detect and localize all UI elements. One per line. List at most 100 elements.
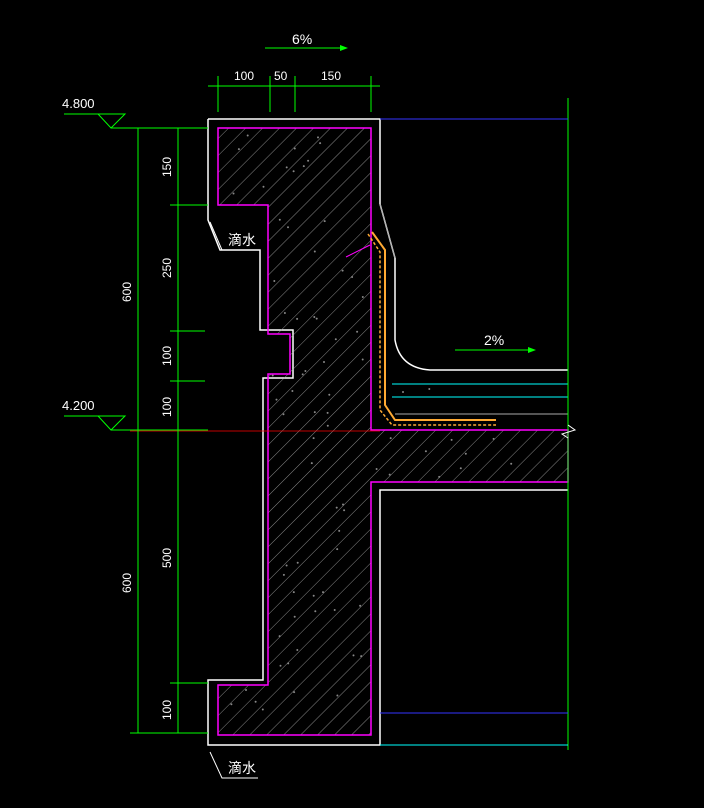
speckle [246,134,249,137]
top-slope-label: 6% [292,31,312,47]
speckle [328,393,331,396]
speckle [291,390,294,392]
concrete-inner-outline [217,127,569,736]
speckle [230,703,233,706]
speckle [293,691,296,694]
speckle [459,467,462,470]
speckle [283,312,286,314]
speckle [278,635,281,638]
speckle [310,462,313,465]
speckle [313,316,316,318]
speckle [315,317,318,320]
dim-lower-100: 100 [160,700,174,720]
speckle [312,437,315,440]
speckle [336,694,339,697]
speckle [271,374,274,377]
speckle [296,561,299,564]
speckle [375,468,378,470]
speckle [296,317,299,320]
speckle [232,192,235,195]
speckle [356,330,359,333]
speckle [296,649,299,651]
speckle [343,509,346,512]
speckle [292,591,295,594]
elevation-floor-label: 4.200 [62,398,95,413]
speckle [361,296,364,298]
concrete-speckles [230,134,513,711]
drip-lower: 滴水 [209,751,258,779]
flashing-line [379,203,396,259]
top-dim-100: 100 [234,69,254,83]
speckle [262,185,265,188]
speckle [388,473,391,476]
speckle [282,573,285,576]
elevation-top-label: 4.800 [62,96,95,111]
speckle [302,165,305,168]
elevation-floor-marker: 4.200 [62,398,208,431]
speckle [254,700,257,703]
speckle [338,529,341,532]
speckle [245,689,247,691]
speckle [237,148,240,151]
drip-upper-label: 滴水 [228,232,256,248]
top-slope-arrow: 6% [265,31,348,51]
dim-upper-150: 150 [160,157,174,177]
speckle [335,506,338,509]
speckle [287,662,290,665]
speckle [322,591,324,594]
speckle [287,226,289,229]
dim-upper-250: 250 [160,258,174,278]
break-marker [560,424,577,439]
dim-upper-100a: 100 [160,346,174,366]
speckle [450,438,453,441]
speckle [428,388,431,390]
top-dimension [208,76,380,112]
waterproof-membrane [371,231,496,421]
speckle [317,136,319,139]
speckle [282,413,285,416]
elevation-top-marker: 4.800 [62,96,208,129]
speckle [333,609,336,611]
speckle [438,475,441,478]
speckle [261,708,264,711]
speckle [304,370,307,372]
speckle [342,503,344,506]
speckle [492,437,495,440]
speckle [313,250,316,253]
left-dimension-inner [170,128,208,733]
speckle [313,411,316,414]
speckle [359,604,362,607]
floor-slope-label: 2% [484,332,504,348]
dim-lower-total: 600 [120,573,134,593]
speckle [361,358,364,361]
speckle [510,462,513,465]
speckle [278,218,281,221]
speckle [293,615,296,618]
speckle [336,548,339,551]
dim-upper-total: 600 [120,282,134,302]
speckle [326,411,329,414]
dim-upper-100b: 100 [160,397,174,417]
drip-upper: 滴水 [209,221,260,251]
speckle [273,280,276,282]
drip-lower-label: 滴水 [228,760,256,776]
speckle [464,452,467,455]
floor-slope-arrow: 2% [455,332,536,353]
speckle [293,147,296,150]
speckle [314,610,317,613]
speckle [275,398,278,401]
leader-line [345,244,371,258]
speckle [323,220,326,223]
left-dimension-outer [130,127,208,734]
top-dim-150: 150 [321,69,341,83]
speckle [301,373,304,376]
top-dim-50: 50 [274,69,288,83]
speckle [285,564,288,567]
dim-lower-500: 500 [160,548,174,568]
speckle [360,655,363,658]
speckle [307,159,310,162]
speckle [352,654,355,657]
speckle [312,594,315,597]
speckle [326,424,329,427]
